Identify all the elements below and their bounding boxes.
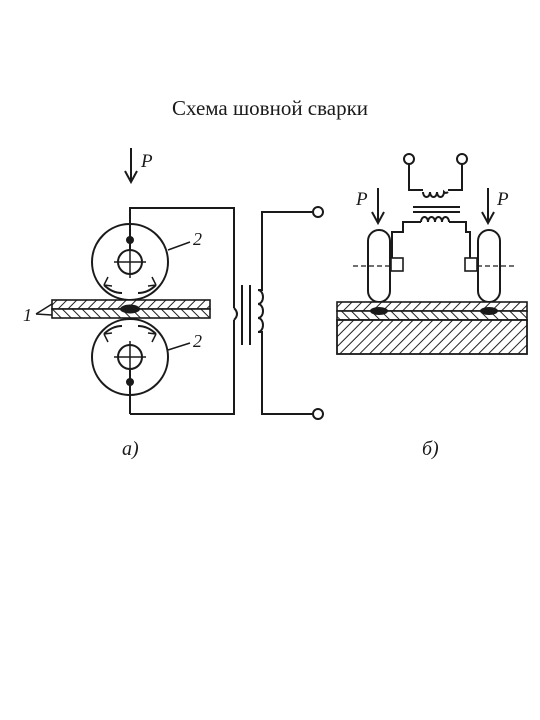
force-label-b-left: P <box>355 189 368 210</box>
bottom-roller <box>91 318 169 414</box>
roller-top-leader <box>167 241 191 251</box>
caption-a: а) <box>122 438 139 460</box>
sheets <box>51 299 211 319</box>
sheets-leader <box>35 303 53 316</box>
diagram-a <box>35 148 324 420</box>
sheets-number: 1 <box>23 305 32 325</box>
transformer-icon <box>249 206 324 420</box>
roller-bottom-leader <box>167 342 191 351</box>
force-label-a: P <box>140 151 153 172</box>
workpiece-b <box>336 301 528 355</box>
force-arrow-icon <box>124 148 138 185</box>
left-roller <box>353 229 404 303</box>
roller-bottom-number: 2 <box>193 331 202 351</box>
diagram-b <box>336 153 528 355</box>
right-roller <box>464 229 514 303</box>
caption-b: б) <box>422 438 439 460</box>
page-title: Схема шовной сварки <box>171 96 369 120</box>
force-arrow-right-icon <box>481 188 495 226</box>
secondary-circuit <box>129 207 243 415</box>
top-roller <box>91 212 169 301</box>
force-arrow-left-icon <box>371 188 385 226</box>
transformer-b-icon <box>391 153 471 265</box>
roller-top-number: 2 <box>193 229 202 249</box>
force-label-b-right: P <box>496 189 509 210</box>
